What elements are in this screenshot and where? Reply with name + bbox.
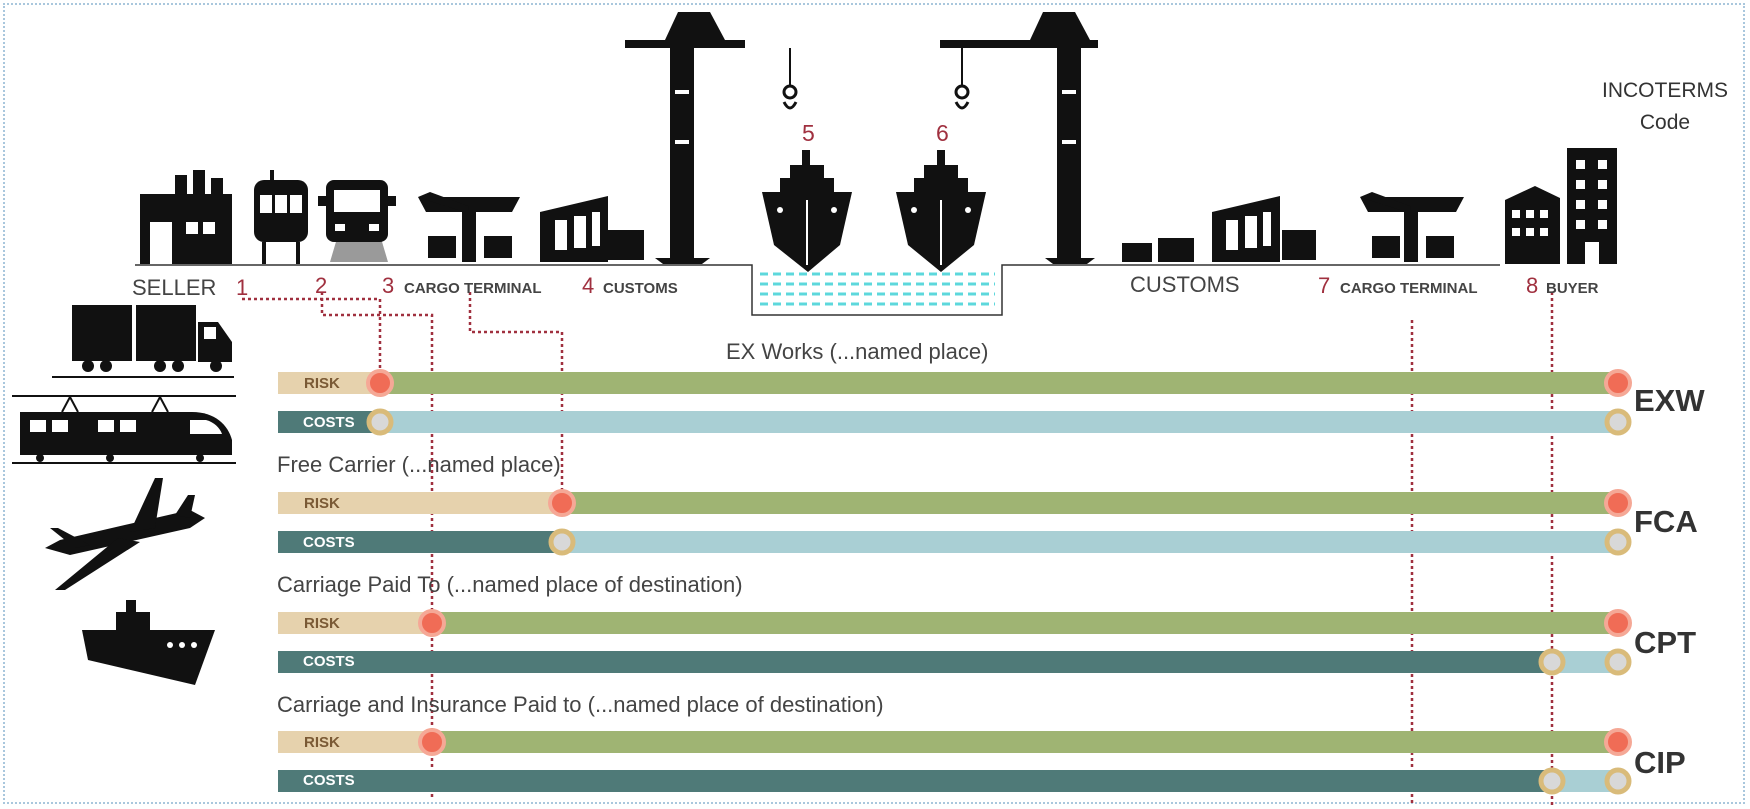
factory-icon: [140, 170, 232, 264]
costs-bar-buyer-cpt: [1552, 651, 1620, 673]
costs-bar-seller-cip: [278, 770, 1552, 792]
station-customs-origin: CUSTOMS: [603, 280, 678, 297]
term-code-fca: FCA: [1634, 504, 1698, 539]
term-title-exw: EX Works (...named place): [726, 339, 989, 364]
risk-bar-seller-cip: [278, 731, 432, 753]
cargo-ship-icon: [82, 600, 215, 685]
cost-transfer-marker-fca: [548, 528, 576, 556]
cost-transfer-marker-exw: [366, 408, 394, 436]
risk-bar-buyer-cip: [432, 731, 1620, 753]
quay-line: [135, 264, 1500, 316]
cargo-terminal-icon: [418, 192, 520, 262]
header-line-1: INCOTERMS: [1602, 79, 1728, 102]
cost-end-marker-fca: [1604, 528, 1632, 556]
costs-bar-buyer-fca: [562, 531, 1620, 553]
station-number-4: 4: [582, 273, 595, 298]
costs-bar-seller-fca: [278, 531, 562, 553]
station-number-3: 3: [382, 273, 395, 298]
risk-bar-buyer-exw: [380, 372, 1620, 394]
costs-label: COSTS: [303, 772, 355, 789]
truck-front-icon: [318, 180, 396, 262]
cost-end-marker-cpt: [1604, 648, 1632, 676]
costs-bar-seller-cpt: [278, 651, 1552, 673]
cargo-terminal-icon: [1360, 192, 1464, 262]
term-bars: [278, 369, 1632, 795]
term-title-fca: Free Carrier (...named place): [277, 452, 561, 477]
station-buyer-label: BUYER: [1546, 280, 1599, 297]
ship-icon: [762, 150, 852, 272]
station-number-8: 8: [1526, 273, 1539, 298]
customs-building-icon: [1122, 196, 1316, 262]
station-number-7: 7: [1318, 273, 1331, 298]
risk-end-marker-cip: [1604, 728, 1632, 756]
risk-end-marker-cpt: [1604, 609, 1632, 637]
tram-icon: [254, 170, 308, 264]
station-number-1: 1: [236, 275, 249, 300]
risk-bar-buyer-fca: [562, 492, 1620, 514]
station-seller-label: SELLER: [132, 275, 217, 300]
risk-bar-seller-fca: [278, 492, 562, 514]
term-code-exw: EXW: [1634, 383, 1705, 418]
station-customs-destination: CUSTOMS: [1130, 272, 1240, 297]
costs-bar-seller-exw: [278, 411, 380, 433]
truck-icon: [52, 305, 234, 378]
risk-transfer-marker-cpt: [418, 609, 446, 637]
station-number-5: 5: [802, 120, 815, 146]
term-title-cpt: Carriage Paid To (...named place of dest…: [277, 572, 743, 597]
diagram-border: [3, 3, 1745, 804]
train-icon: [12, 395, 236, 464]
cost-end-marker-exw: [1604, 408, 1632, 436]
costs-label: COSTS: [303, 534, 355, 551]
incoterms-header: INCOTERMS Code: [1575, 75, 1750, 139]
costs-label: COSTS: [303, 414, 355, 431]
risk-label: RISK: [304, 615, 340, 632]
ship-icon: [896, 150, 986, 272]
station-cargo-terminal-destination: CARGO TERMINAL: [1340, 280, 1478, 297]
risk-bar-seller-exw: [278, 372, 380, 394]
risk-transfer-marker-cip: [418, 728, 446, 756]
costs-bar-buyer-exw: [380, 411, 1620, 433]
costs-label: COSTS: [303, 653, 355, 670]
risk-bar-buyer-cpt: [432, 612, 1620, 634]
cost-end-marker-cip: [1604, 767, 1632, 795]
cost-transfer-marker-cpt: [1538, 648, 1566, 676]
risk-transfer-marker-fca: [548, 489, 576, 517]
term-code-cip: CIP: [1634, 745, 1686, 780]
customs-building-icon: [540, 196, 644, 262]
port-crane-icon: [625, 12, 798, 264]
risk-label: RISK: [304, 734, 340, 751]
risk-label: RISK: [304, 375, 340, 392]
term-title-cip: Carriage and Insurance Paid to (...named…: [277, 692, 884, 717]
station-number-6: 6: [936, 120, 949, 146]
costs-bar-buyer-cip: [1552, 770, 1620, 792]
term-code-cpt: CPT: [1634, 625, 1696, 660]
station-number-2: 2: [315, 273, 328, 298]
station-cargo-terminal-origin: CARGO TERMINAL: [404, 280, 542, 297]
risk-end-marker-exw: [1604, 369, 1632, 397]
risk-label: RISK: [304, 495, 340, 512]
risk-bar-seller-cpt: [278, 612, 432, 634]
port-crane-icon: [940, 12, 1098, 264]
buyer-building-icon: [1505, 148, 1617, 264]
header-line-2: Code: [1639, 111, 1691, 134]
airplane-icon: [45, 478, 205, 590]
harbor-water: [760, 272, 995, 306]
risk-transfer-marker-exw: [366, 369, 394, 397]
risk-end-marker-fca: [1604, 489, 1632, 517]
cost-transfer-marker-cip: [1538, 767, 1566, 795]
